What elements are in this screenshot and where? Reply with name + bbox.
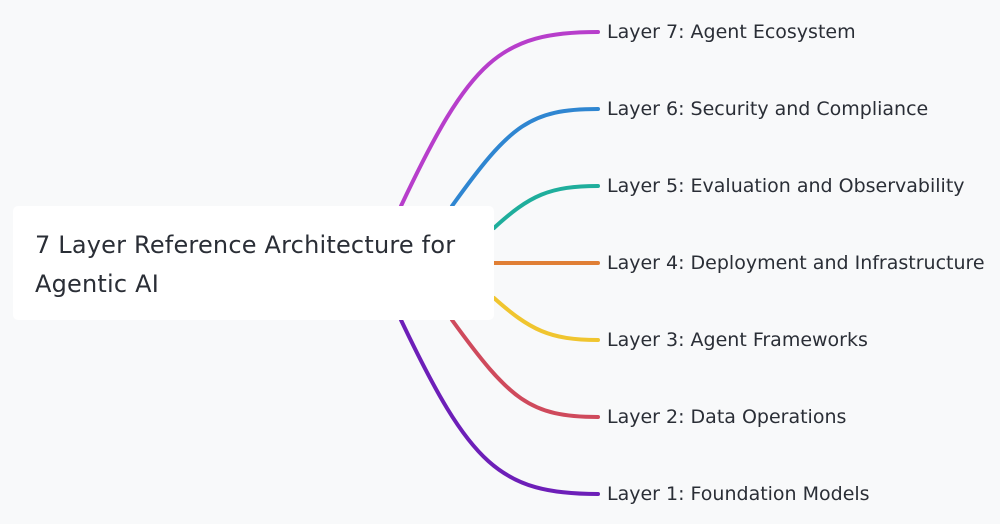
branch-layer-2[interactable]: Layer 2: Data Operations — [607, 406, 847, 428]
branch-layer-1[interactable]: Layer 1: Foundation Models — [607, 483, 870, 505]
branch-layer-4[interactable]: Layer 4: Deployment and Infrastructure — [607, 252, 985, 274]
branch-layer-7[interactable]: Layer 7: Agent Ecosystem — [607, 21, 856, 43]
connector-layer-2 — [450, 318, 600, 419]
connector-layer-7 — [399, 30, 600, 208]
connector-layer-5 — [492, 184, 600, 230]
root-node[interactable]: 7 Layer Reference Architecture for Agent… — [13, 206, 494, 320]
connector-layer-3 — [492, 296, 600, 342]
connector-layer-6 — [450, 107, 600, 208]
root-title: 7 Layer Reference Architecture for Agent… — [35, 231, 456, 298]
branch-layer-5[interactable]: Layer 5: Evaluation and Observability — [607, 175, 965, 197]
branch-layer-3[interactable]: Layer 3: Agent Frameworks — [607, 329, 868, 351]
branch-layer-6[interactable]: Layer 6: Security and Compliance — [607, 98, 929, 120]
connector-layer-1 — [399, 318, 600, 496]
